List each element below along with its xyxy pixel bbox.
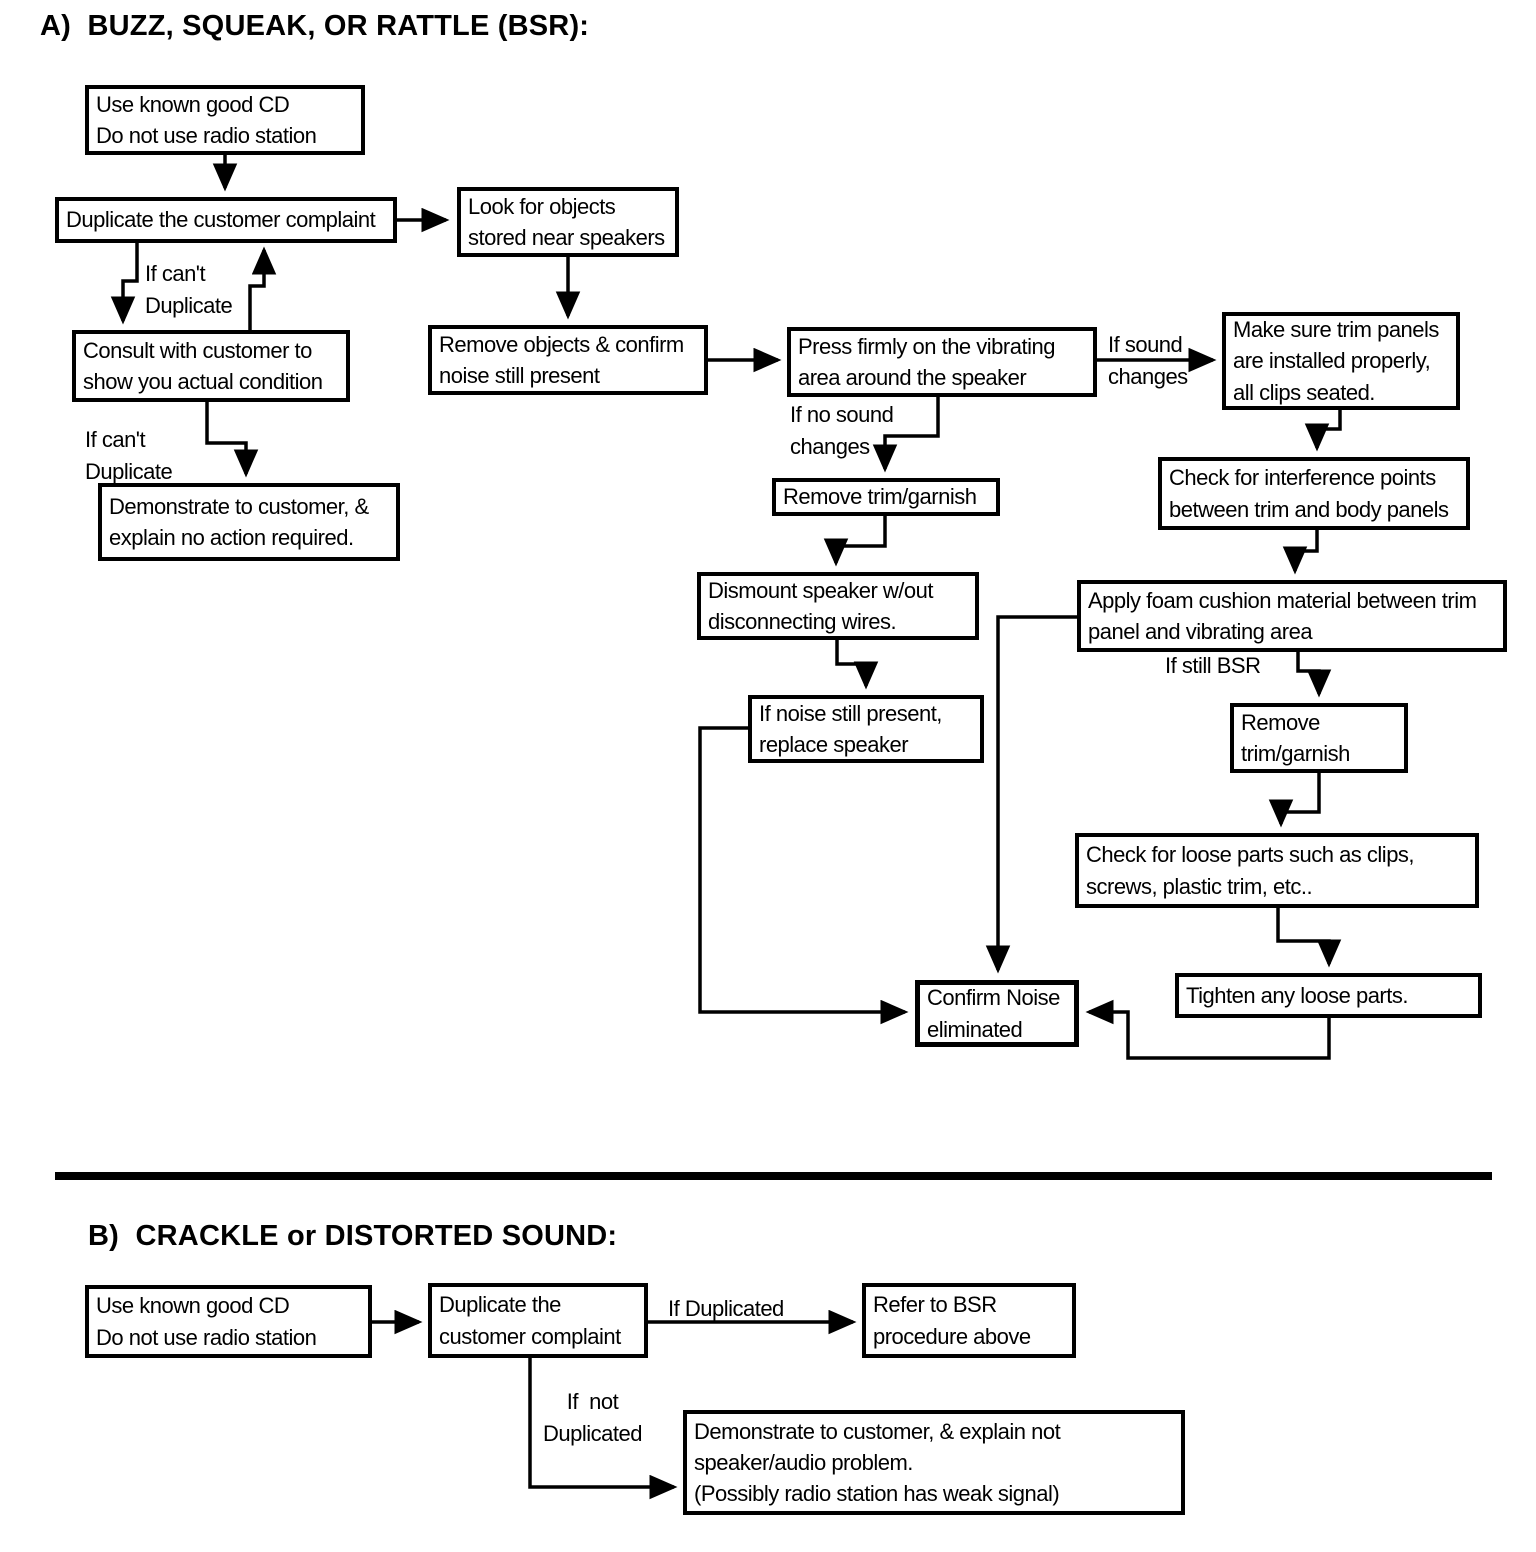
node-demonstrate-no-action: Demonstrate to customer, & explain no ac… — [98, 483, 400, 561]
node-remove-trim-garnish-2: Remove trim/garnish — [1230, 703, 1408, 773]
node-replace-speaker: If noise still present, replace speaker — [748, 695, 984, 763]
arrow-trimpanels-to-interference — [1304, 410, 1342, 452]
arrow-removetrim1-to-dismount — [823, 516, 887, 567]
arrow-foam-to-removetrim2 — [1296, 652, 1332, 698]
label-if-not-duplicated: If not Duplicated — [543, 1389, 642, 1446]
arrow-foam-to-confirm — [985, 615, 1077, 974]
section-b-title: B) CRACKLE or DISTORTED SOUND: — [88, 1220, 618, 1252]
node-tighten-loose-parts: Tighten any loose parts. — [1175, 973, 1482, 1018]
node-duplicate-complaint: Duplicate the customer complaint — [55, 197, 397, 243]
node-dismount-speaker: Dismount speaker w/out disconnecting wir… — [697, 572, 979, 640]
node-confirm-noise-eliminated: Confirm Noise eliminated — [915, 980, 1079, 1047]
node-consult-customer: Consult with customer to show you actual… — [72, 330, 350, 402]
node-refer-to-bsr: Refer to BSR procedure above — [862, 1283, 1076, 1358]
label-if-no-sound-changes: If no sound changes — [790, 402, 894, 459]
arrow-removetrim2-to-looseparts — [1268, 773, 1321, 828]
node-press-firmly: Press firmly on the vibrating area aroun… — [787, 327, 1097, 397]
label-if-still-bsr: If still BSR — [1165, 653, 1261, 678]
node-remove-trim-garnish-1: Remove trim/garnish — [772, 478, 1000, 516]
node-look-for-objects: Look for objects stored near speakers — [457, 187, 679, 257]
section-a-title: A) BUZZ, SQUEAK, OR RATTLE (BSR): — [40, 10, 590, 42]
node-use-known-good-cd: Use known good CD Do not use radio stati… — [85, 85, 365, 155]
arrow-consult-to-demonstrate — [205, 402, 259, 478]
arrow-replacespeaker-to-confirm — [698, 726, 909, 1025]
arrow-consult-to-duplicate — [248, 246, 277, 330]
arrow-duplicate-b-to-demonstrate-b — [528, 1358, 678, 1500]
arrow-looseparts-to-tighten — [1276, 908, 1342, 968]
section-divider — [55, 1172, 1492, 1180]
node-duplicate-complaint-b: Duplicate the customer complaint — [428, 1283, 648, 1358]
node-demonstrate-not-speaker-problem: Demonstrate to customer, & explain not s… — [683, 1410, 1185, 1515]
node-check-loose-parts: Check for loose parts such as clips, scr… — [1075, 833, 1479, 908]
arrow-dismount-to-replacespeaker — [835, 640, 879, 690]
node-use-known-good-cd-b: Use known good CD Do not use radio stati… — [85, 1285, 372, 1358]
node-apply-foam-cushion: Apply foam cushion material between trim… — [1077, 580, 1507, 652]
arrow-pressfirmly-to-removetrim1 — [872, 397, 940, 473]
label-if-cant-duplicate-1: If can't Duplicate — [145, 261, 233, 318]
label-if-cant-duplicate-2: If can't Duplicate — [85, 427, 173, 484]
node-remove-objects: Remove objects & confirm noise still pre… — [428, 325, 708, 395]
arrow-tighten-to-confirm — [1085, 999, 1331, 1060]
arrow-interference-to-foam — [1282, 530, 1319, 575]
label-if-duplicated: If Duplicated — [668, 1296, 784, 1321]
node-trim-panels-installed: Make sure trim panels are installed prop… — [1222, 312, 1460, 410]
label-if-sound-changes: If sound changes — [1108, 332, 1188, 389]
node-check-interference: Check for interference points between tr… — [1158, 457, 1470, 530]
arrow-duplicate-to-consult — [110, 243, 139, 325]
